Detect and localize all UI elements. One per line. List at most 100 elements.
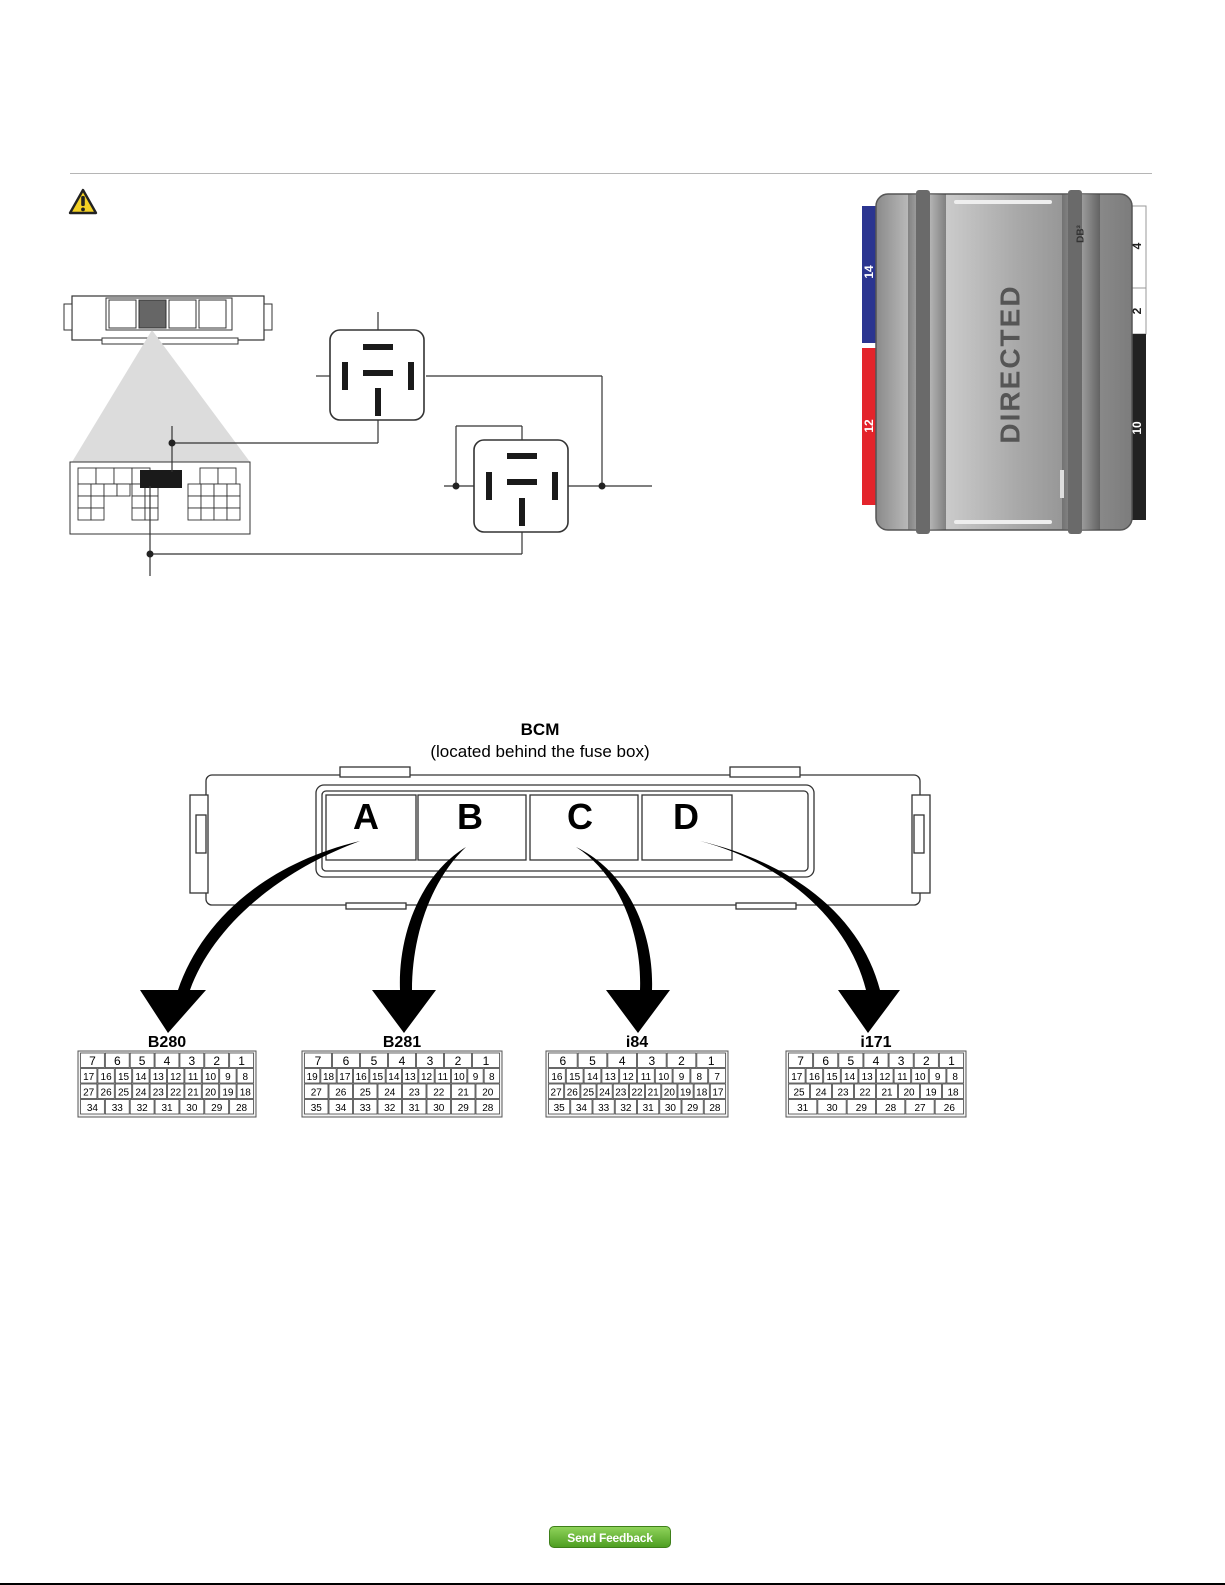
pin-number: 8	[489, 1072, 495, 1083]
pin-number: 7	[797, 1054, 804, 1068]
pin-number: 5	[371, 1054, 378, 1068]
footer-rule	[0, 1583, 1225, 1585]
pin-number: 19	[222, 1087, 234, 1098]
pin-cell	[475, 1099, 500, 1115]
pin-number: 24	[599, 1087, 611, 1098]
pin-number: 11	[641, 1072, 652, 1083]
pin-number: 26	[944, 1103, 956, 1114]
pin-number: 7	[714, 1072, 720, 1083]
connector-face	[69, 461, 251, 535]
pin-cell	[838, 1052, 864, 1068]
pin-number: 8	[952, 1072, 958, 1083]
pin-number: 17	[83, 1072, 95, 1083]
pin-number: 25	[583, 1087, 595, 1098]
pin-number: 28	[885, 1103, 897, 1114]
pin-number: 10	[454, 1072, 466, 1083]
pin-number: 30	[665, 1103, 677, 1114]
junction-dots	[146, 439, 606, 558]
pin-cell	[369, 1068, 386, 1084]
pin-number: 11	[438, 1072, 449, 1083]
pin-number: 9	[935, 1072, 941, 1083]
pin-number: 16	[551, 1072, 563, 1083]
send-feedback-button[interactable]: Send Feedback	[549, 1526, 671, 1548]
pin-cell	[129, 1052, 155, 1068]
pin-number: 27	[551, 1087, 563, 1098]
pin-number: 3	[648, 1054, 655, 1068]
header-rule	[70, 173, 1152, 174]
pin-cell	[236, 1068, 254, 1084]
pin-number: 24	[815, 1087, 827, 1098]
pin-cell	[548, 1052, 578, 1068]
pin-cell	[810, 1083, 832, 1099]
socket-b-label: B	[457, 796, 483, 837]
wires	[149, 312, 652, 576]
pin-cell	[709, 1083, 726, 1099]
pin-number: 17	[339, 1072, 351, 1083]
arrow-b	[372, 847, 466, 1033]
pin-cell	[402, 1099, 427, 1115]
pin-cell	[385, 1068, 402, 1084]
pin-number: 21	[881, 1087, 893, 1098]
pin-number: 18	[240, 1087, 252, 1098]
pin-number: 1	[238, 1054, 245, 1068]
pin-cell	[577, 1052, 608, 1068]
pin-number: 32	[384, 1103, 396, 1114]
pin-cell	[360, 1052, 388, 1068]
pin-cell	[596, 1083, 613, 1099]
pin-number: 32	[620, 1103, 632, 1114]
pin-number: 15	[372, 1072, 384, 1083]
pin-number: 30	[826, 1103, 838, 1114]
pin-number: 23	[409, 1087, 421, 1098]
pin-number: 19	[680, 1087, 692, 1098]
pin-cell	[580, 1083, 597, 1099]
pin-number: 10	[658, 1072, 670, 1083]
pin-cell	[645, 1083, 662, 1099]
pin-number: 28	[482, 1103, 494, 1114]
pin-number: 4	[619, 1054, 626, 1068]
pin-number: 28	[709, 1103, 721, 1114]
pin-number: 15	[569, 1072, 581, 1083]
connector-14	[862, 206, 878, 343]
pin-cell	[201, 1083, 220, 1099]
pin-cell	[80, 1099, 105, 1115]
pin-number: 11	[188, 1072, 199, 1083]
relay-wiring-diagram	[63, 295, 652, 576]
pin-number: 33	[598, 1103, 610, 1114]
pin-number: 13	[405, 1072, 417, 1083]
arrow-a	[140, 841, 360, 1033]
pin-cell	[832, 1083, 854, 1099]
pin-cell	[659, 1099, 682, 1115]
pin-cell	[236, 1083, 254, 1099]
connector-12	[862, 348, 878, 505]
pin-cell	[938, 1052, 964, 1068]
pin-number: 3	[898, 1054, 905, 1068]
pin-cell	[898, 1083, 920, 1099]
pin-cell	[167, 1083, 185, 1099]
pin-number: 7	[89, 1054, 96, 1068]
pin-number: 1	[483, 1054, 490, 1068]
connector-14-label: 14	[862, 265, 876, 279]
pin-cell	[114, 1083, 133, 1099]
pin-cell	[451, 1099, 476, 1115]
pin-number: 31	[797, 1103, 809, 1114]
pin-number: 35	[311, 1103, 323, 1114]
pin-number: 31	[161, 1103, 173, 1114]
pin-cell	[219, 1068, 237, 1084]
pin-number: 1	[708, 1054, 715, 1068]
pin-number: 22	[859, 1087, 871, 1098]
pin-cell	[353, 1083, 378, 1099]
pin-cell	[80, 1052, 105, 1068]
pin-cell	[328, 1083, 353, 1099]
pin-cell	[654, 1068, 673, 1084]
pin-cell	[129, 1099, 155, 1115]
pin-number: 12	[421, 1072, 433, 1083]
pin-number: 23	[615, 1087, 627, 1098]
bcm-sockets	[325, 794, 733, 861]
pin-number: 29	[458, 1103, 470, 1114]
pin-cell	[942, 1083, 964, 1099]
pin-number: 34	[87, 1103, 99, 1114]
pin-cell	[788, 1099, 818, 1115]
pin-number: 2	[455, 1054, 462, 1068]
pin-cell	[304, 1052, 332, 1068]
